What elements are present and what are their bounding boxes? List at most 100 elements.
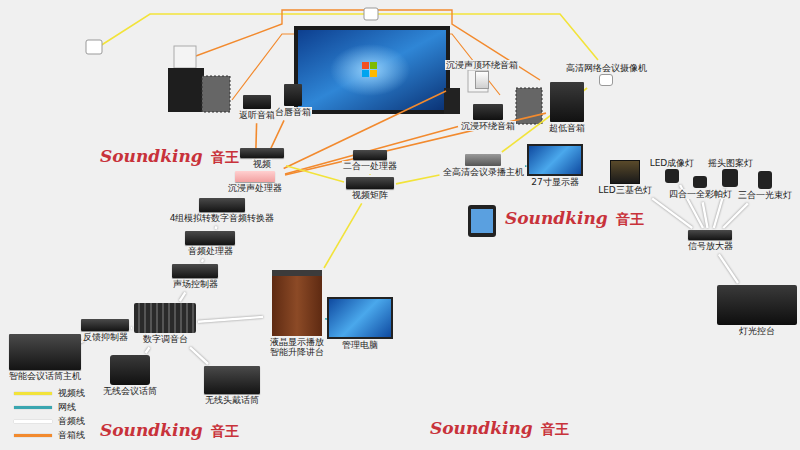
watermark: Soundking <box>505 208 608 228</box>
device-icon <box>243 95 271 109</box>
cable <box>284 91 446 169</box>
device-icon <box>346 177 394 189</box>
device-icon <box>235 171 275 182</box>
device-label: 视频 <box>252 159 272 169</box>
device-node: 灯光控台 <box>717 285 797 337</box>
device-label: 台唇音箱 <box>274 107 312 117</box>
logo-tile <box>370 70 377 77</box>
device-label: 无线会议话筒 <box>102 386 158 396</box>
device-icon <box>722 169 738 187</box>
device-label: 超低音箱 <box>548 123 586 133</box>
logo-tile <box>370 62 377 69</box>
device-label: 信号放大器 <box>687 241 734 251</box>
device-icon <box>172 264 218 278</box>
device-node: 台唇音箱 <box>274 84 312 118</box>
device-label: 27寸显示器 <box>530 177 579 187</box>
device-icon <box>550 82 584 122</box>
device-icon <box>665 169 679 183</box>
device-node: 音频处理器 <box>185 231 235 257</box>
device-icon <box>199 198 245 212</box>
device-node: 二合一处理器 <box>342 150 398 172</box>
cable <box>285 126 458 174</box>
legend-row: 网线 <box>14 401 76 414</box>
device-label: 沉浸声处理器 <box>227 183 283 193</box>
device-icon <box>610 160 640 184</box>
device-label: 二合一处理器 <box>342 161 398 171</box>
device-node: 数字调音台 <box>134 303 196 345</box>
device-label: 4组模拟转数字音频转换器 <box>169 213 276 223</box>
device-label: 三合一光束灯 <box>737 190 793 200</box>
device-label: 数字调音台 <box>142 334 189 344</box>
device-node: 无线头戴话筒 <box>204 366 260 406</box>
device-label: 返听音箱 <box>238 110 276 120</box>
device-node: 三合一光束灯 <box>737 171 793 201</box>
device-node: LED成像灯 <box>649 157 696 183</box>
device-icon <box>465 154 501 166</box>
device-node: 超低音箱 <box>548 82 586 134</box>
device-node: 4组模拟转数字音频转换器 <box>169 198 276 224</box>
device-icon <box>110 355 150 385</box>
legend-row: 音频线 <box>14 415 85 428</box>
device-label: LED三基色灯 <box>597 185 653 195</box>
watermark: 音王 <box>616 211 644 229</box>
device-label: 灯光控台 <box>738 326 776 336</box>
device-node: 沉浸声处理器 <box>227 171 283 194</box>
watermark: Soundking <box>430 418 533 438</box>
device-node: 27寸显示器 <box>527 144 583 188</box>
device-label: 摇头图案灯 <box>707 158 754 168</box>
device-label: LED成像灯 <box>649 158 696 168</box>
legend-swatch <box>14 420 52 423</box>
device-icon <box>9 334 81 370</box>
legend-text: 音频线 <box>58 415 85 428</box>
device-icon <box>185 231 235 245</box>
device-node: 反馈抑制器 <box>81 319 129 343</box>
device-icon <box>134 303 196 333</box>
cable <box>652 198 692 228</box>
device-icon <box>599 74 613 86</box>
ceiling-speaker <box>174 46 196 68</box>
logo-tile <box>362 70 369 77</box>
cable <box>324 203 362 268</box>
device-label: 视频矩阵 <box>351 190 389 200</box>
device-icon <box>240 148 284 158</box>
device-icon <box>717 285 797 325</box>
device-node: 管理电脑 <box>327 297 393 351</box>
screen-glow <box>330 44 410 96</box>
device-node: 信号放大器 <box>687 230 734 252</box>
cable <box>214 226 217 229</box>
cable <box>180 292 186 301</box>
device-label: 沉浸声顶环绕音箱 <box>445 60 519 70</box>
watermark: 音王 <box>211 149 239 167</box>
legend-swatch <box>14 434 52 437</box>
device-node: 液晶显示播放 智能升降讲台 <box>265 270 329 359</box>
cable <box>190 347 208 364</box>
device-label: 无线头戴话筒 <box>204 395 260 405</box>
tablet <box>468 205 496 237</box>
device-icon <box>284 84 302 106</box>
device-node: 视频 <box>240 148 284 170</box>
device-icon <box>758 171 772 189</box>
device-icon <box>81 319 129 331</box>
cable <box>146 347 150 353</box>
device-icon <box>204 366 260 394</box>
ceiling-camera <box>86 40 102 54</box>
device-label: 智能会议话筒主机 <box>8 371 82 381</box>
device-label: 液晶显示播放 智能升降讲台 <box>265 337 329 358</box>
main-speaker <box>202 76 230 112</box>
device-label: 四合一全彩帕灯 <box>668 189 733 199</box>
device-icon <box>475 71 489 89</box>
cable <box>723 203 748 228</box>
logo-tile <box>362 62 369 69</box>
device-node: 返听音箱 <box>238 95 276 121</box>
legend-text: 网线 <box>58 401 76 414</box>
cable <box>285 113 546 175</box>
device-node: 视频矩阵 <box>346 177 394 201</box>
device-icon <box>527 144 583 176</box>
device-node: 无线会议话筒 <box>102 355 158 397</box>
cable <box>369 174 371 176</box>
legend-text: 视频线 <box>58 387 85 400</box>
cable <box>703 202 708 228</box>
legend-text: 音箱线 <box>58 429 85 442</box>
device-icon <box>327 297 393 339</box>
